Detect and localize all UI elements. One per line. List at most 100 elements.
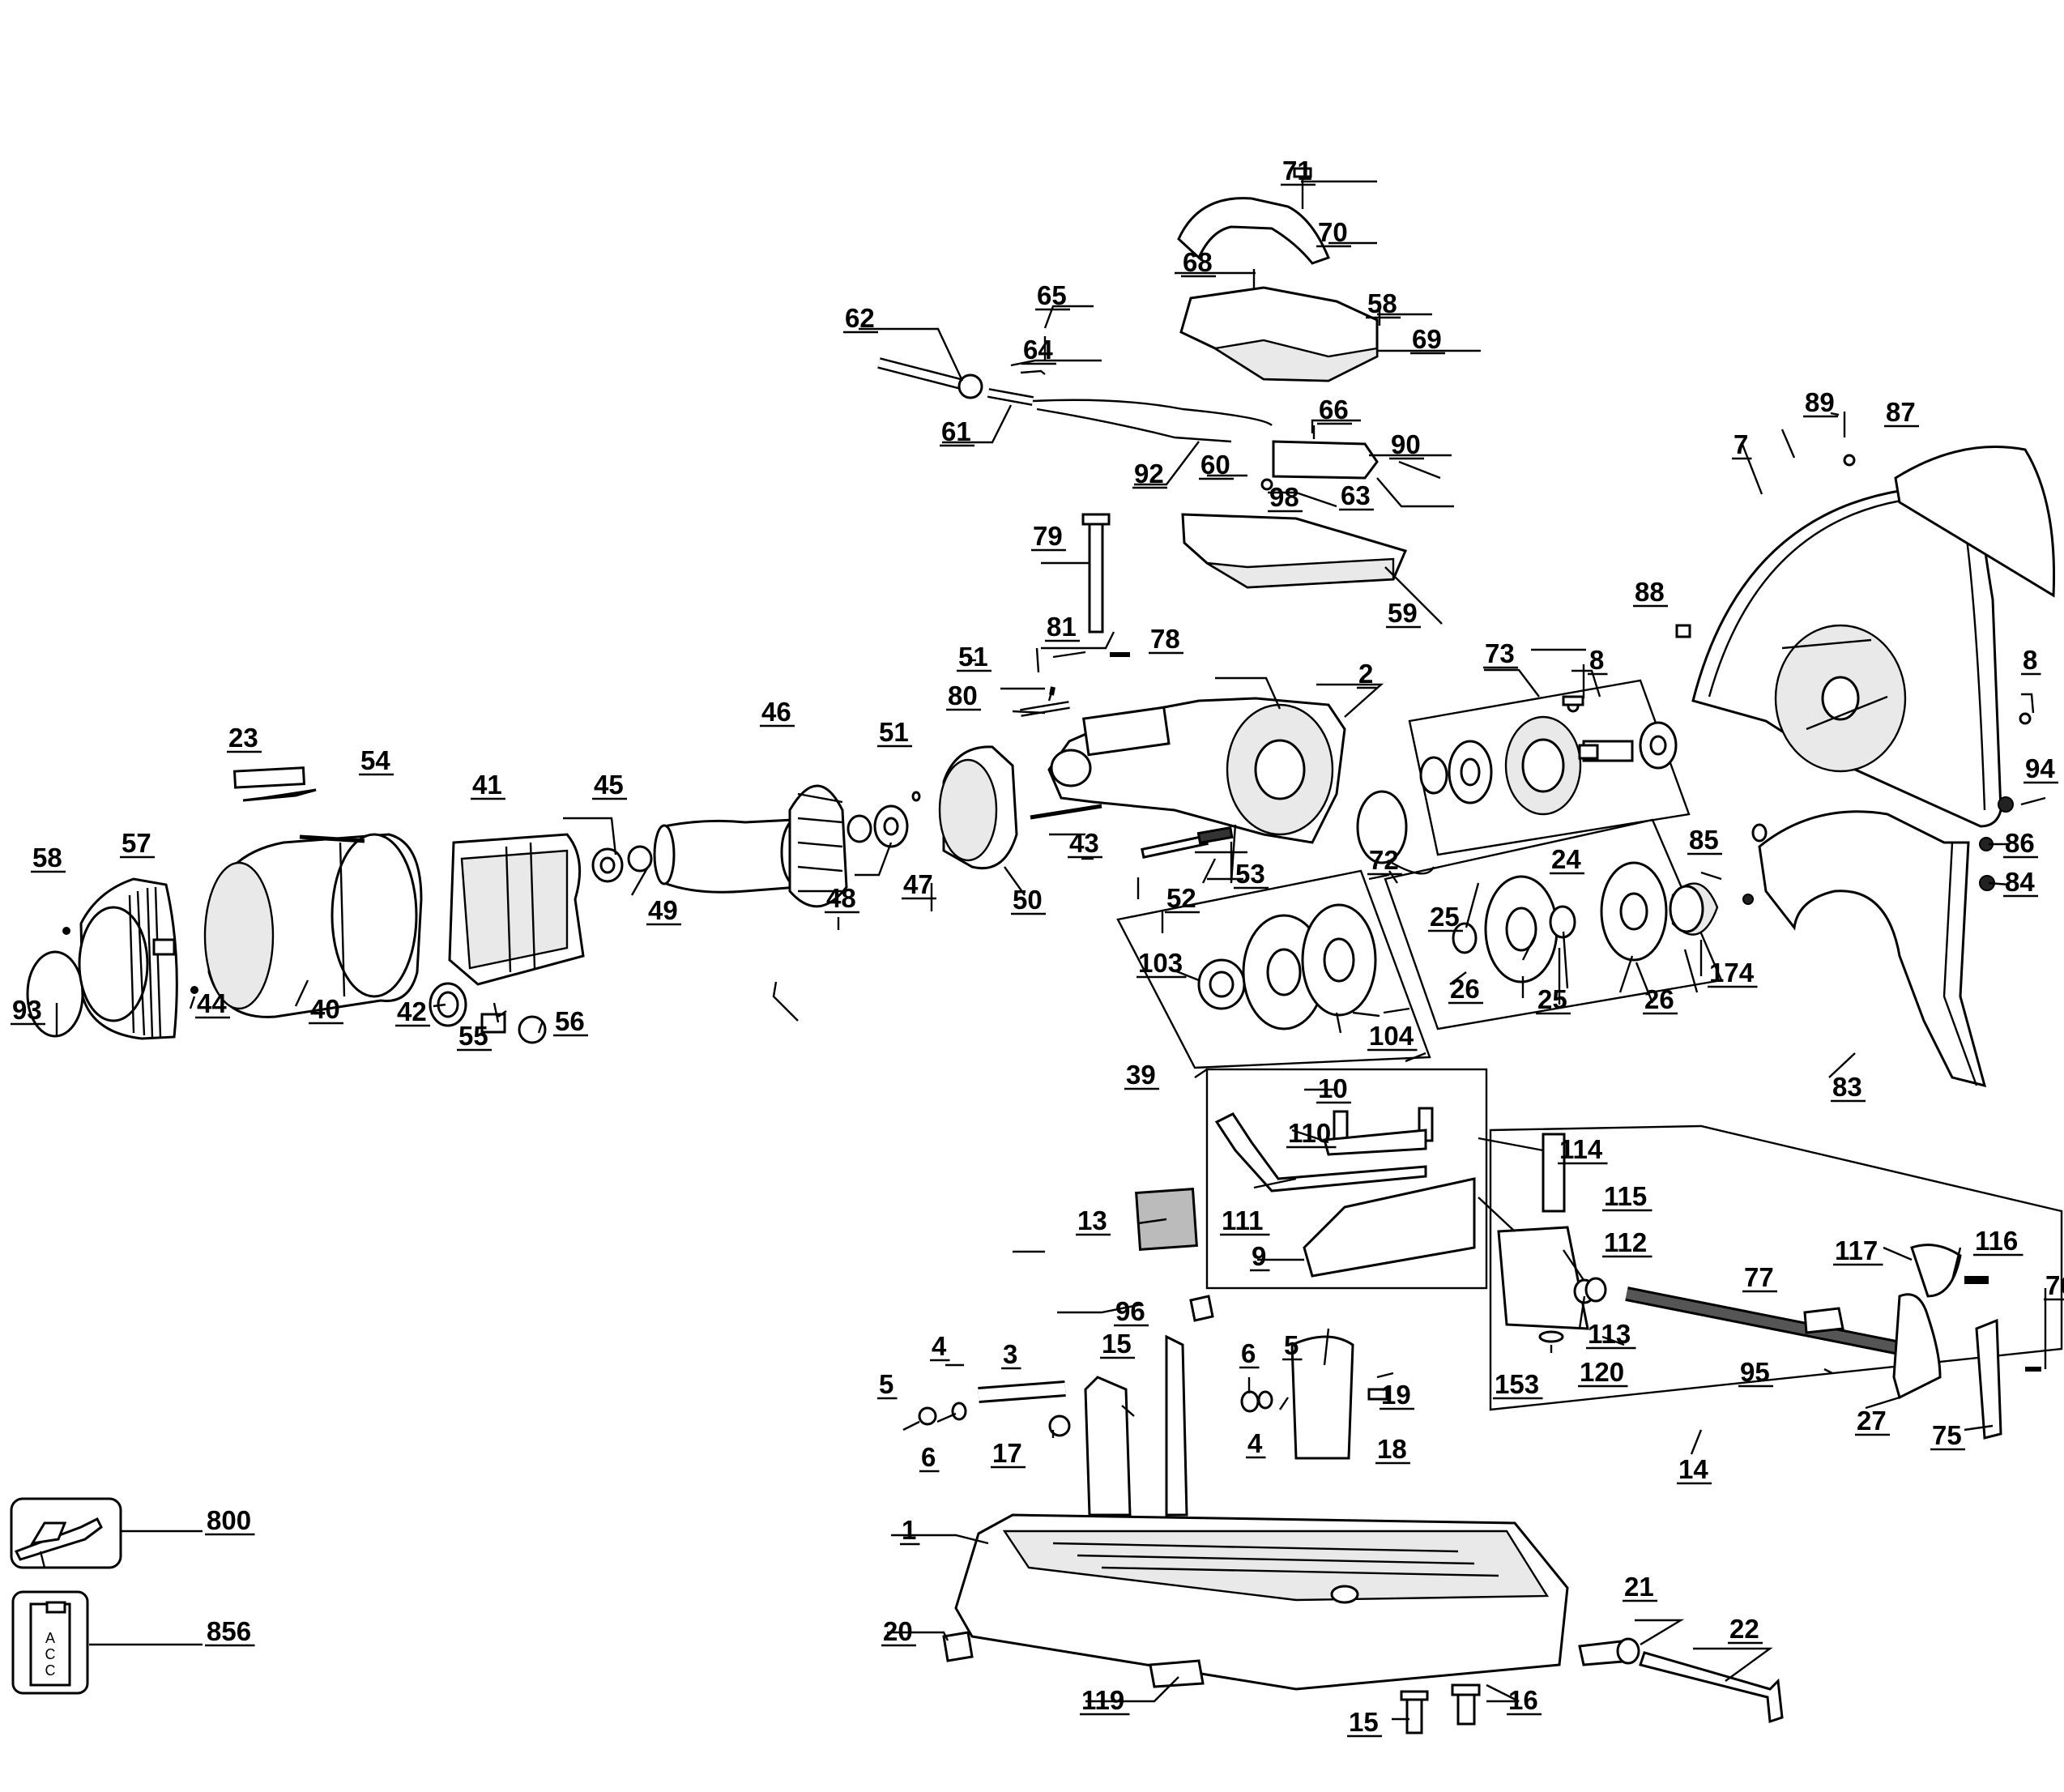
callout-174: 174 — [1709, 958, 1755, 988]
callout-16: 16 — [1508, 1685, 1538, 1715]
callout-86: 86 — [2005, 828, 2035, 858]
callout-116: 116 — [1975, 1226, 2018, 1256]
callout-13: 13 — [1077, 1205, 1107, 1235]
callout-20: 20 — [883, 1616, 913, 1646]
callout-69: 69 — [1412, 324, 1442, 354]
base-assembly — [918, 1188, 1784, 1734]
callout-73: 73 — [1485, 638, 1515, 668]
callout-41: 41 — [472, 770, 502, 800]
callout-57: 57 — [122, 828, 151, 858]
callout-56: 56 — [555, 1006, 585, 1036]
callout-114: 114 — [1559, 1134, 1603, 1164]
callout-110: 110 — [1288, 1118, 1331, 1148]
callout-112: 112 — [1604, 1227, 1647, 1257]
callout-85: 85 — [1689, 825, 1719, 855]
callout-3: 3 — [1003, 1339, 1017, 1369]
callout-115: 115 — [1604, 1181, 1647, 1211]
service-icons: A C C — [10, 1497, 122, 1695]
callout-66: 66 — [1319, 395, 1349, 425]
callout-19: 19 — [1381, 1380, 1411, 1410]
callout-51b: 51 — [879, 717, 909, 747]
callout-78: 78 — [1150, 624, 1180, 654]
callout-92: 92 — [1134, 459, 1164, 489]
callout-84: 84 — [2005, 867, 2035, 897]
callout-117: 117 — [1835, 1235, 1878, 1265]
callout-88: 88 — [1635, 577, 1665, 607]
icon-letter-c1: C — [45, 1646, 56, 1662]
flange-groups — [1116, 818, 1723, 1069]
callout-26a: 26 — [1450, 974, 1480, 1004]
callout-7: 7 — [1734, 429, 1748, 459]
callout-5b: 5 — [879, 1369, 893, 1399]
callout-77: 77 — [1744, 1262, 1774, 1292]
callout-48: 48 — [826, 883, 856, 913]
callout-45: 45 — [594, 770, 624, 800]
callout-76: 76 — [2045, 1270, 2064, 1300]
lubricant-container-icon: A C C — [29, 1601, 71, 1687]
motor-assembly — [26, 766, 585, 1044]
callout-17: 17 — [992, 1438, 1022, 1468]
callout-61: 61 — [941, 416, 971, 446]
blade-guard-assembly — [1562, 446, 2056, 1088]
callout-70: 70 — [1318, 217, 1348, 247]
callout-22: 22 — [1729, 1614, 1759, 1644]
callout-42: 42 — [397, 996, 427, 1026]
callout-119: 119 — [1081, 1685, 1124, 1715]
callout-51a: 51 — [958, 642, 988, 672]
callout-25b: 25 — [1537, 984, 1567, 1014]
callout-65: 65 — [1037, 280, 1067, 310]
callout-49: 49 — [648, 895, 678, 925]
callout-95: 95 — [1740, 1357, 1770, 1387]
callout-46: 46 — [761, 697, 791, 727]
callout-96: 96 — [1115, 1296, 1145, 1326]
vise-group — [1489, 1124, 2063, 1440]
callout-89: 89 — [1805, 387, 1835, 417]
callout-39: 39 — [1126, 1060, 1156, 1090]
callout-98: 98 — [1269, 482, 1299, 512]
callout-43: 43 — [1069, 828, 1099, 858]
vise-handle-group — [1194, 1068, 1488, 1290]
callout-2: 2 — [1358, 659, 1373, 689]
callout-68: 68 — [1183, 247, 1213, 277]
callout-4a: 4 — [932, 1331, 947, 1361]
callout-83: 83 — [1832, 1072, 1862, 1102]
icon-letter-a: A — [45, 1630, 55, 1646]
callout-50: 50 — [1013, 885, 1043, 915]
callout-18: 18 — [1377, 1434, 1407, 1464]
callout-24: 24 — [1551, 844, 1581, 874]
callout-8a: 8 — [1589, 645, 1604, 675]
callout-94: 94 — [2025, 753, 2055, 783]
callout-72: 72 — [1369, 845, 1399, 875]
callout-64: 64 — [1023, 335, 1053, 365]
callout-23: 23 — [228, 723, 258, 753]
callout-44: 44 — [197, 988, 227, 1018]
callout-40: 40 — [310, 994, 340, 1024]
callout-15b: 15 — [1349, 1707, 1379, 1737]
callout-1: 1 — [902, 1515, 916, 1545]
callout-54: 54 — [360, 745, 390, 775]
callout-75: 75 — [1932, 1420, 1962, 1450]
callout-63: 63 — [1341, 480, 1371, 510]
callout-6a: 6 — [1241, 1338, 1256, 1368]
callout-47: 47 — [903, 869, 933, 899]
callout-58b: 58 — [32, 843, 62, 873]
callout-79: 79 — [1033, 521, 1063, 551]
callout-55: 55 — [458, 1021, 488, 1051]
callout-103: 103 — [1138, 948, 1183, 978]
callout-27: 27 — [1857, 1406, 1887, 1436]
callout-53: 53 — [1235, 859, 1265, 889]
spindle-group — [1408, 679, 1691, 856]
callout-60: 60 — [1200, 450, 1230, 480]
callout-71: 71 — [1282, 156, 1312, 186]
callout-21: 21 — [1624, 1572, 1654, 1602]
callout-90: 90 — [1391, 429, 1421, 459]
icon-letter-c2: C — [45, 1662, 56, 1679]
callout-26b: 26 — [1644, 984, 1674, 1014]
callout-10: 10 — [1318, 1073, 1348, 1103]
callout-113: 113 — [1588, 1319, 1631, 1349]
callout-15a: 15 — [1102, 1329, 1132, 1359]
callout-leaders — [55, 180, 2047, 1721]
callout-59: 59 — [1388, 598, 1418, 628]
